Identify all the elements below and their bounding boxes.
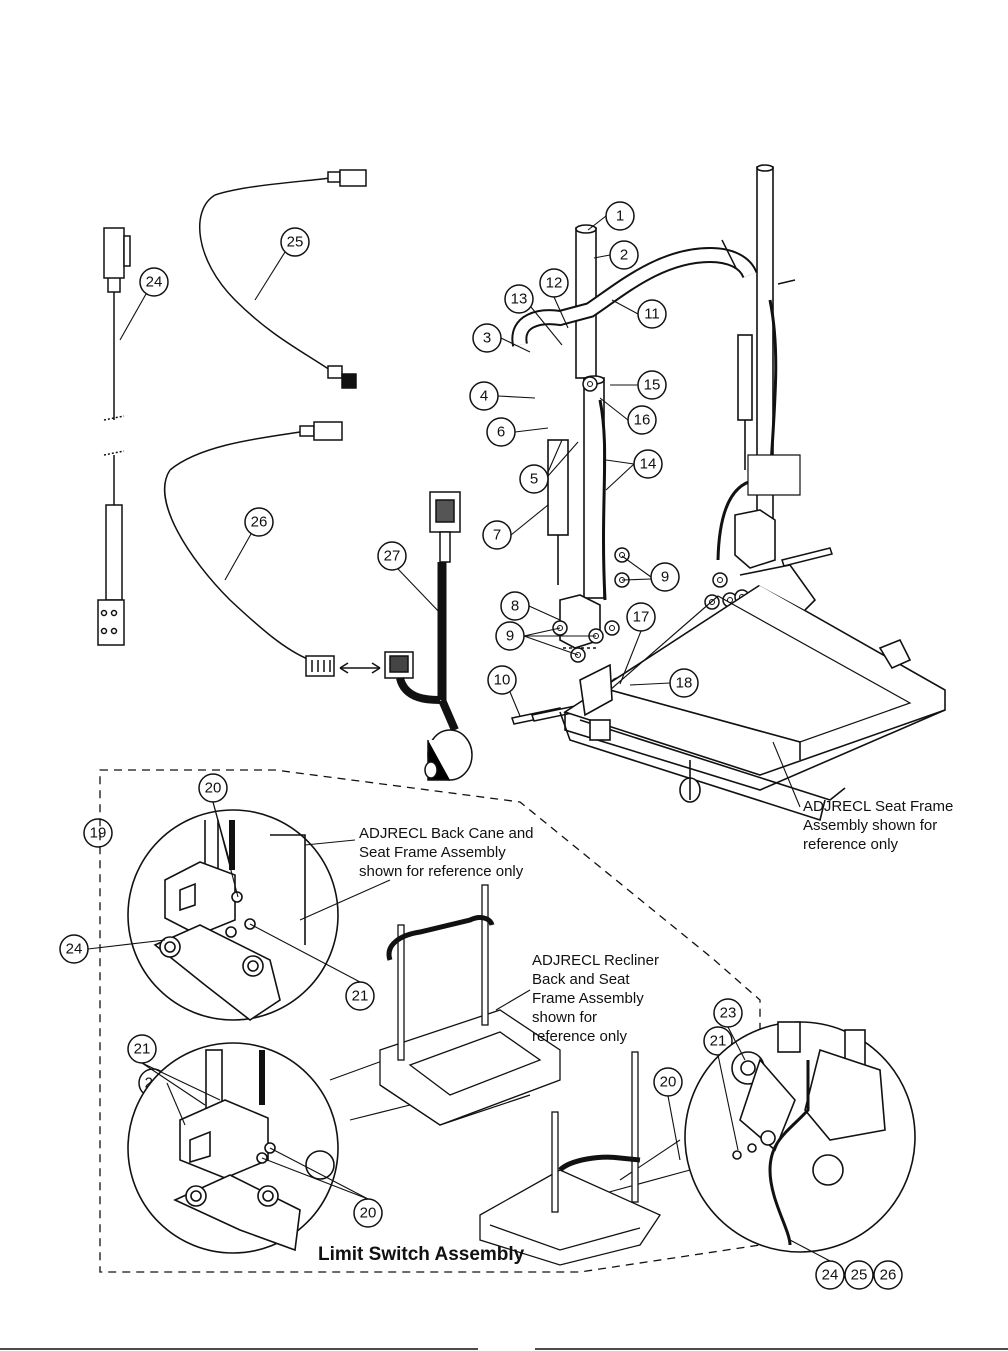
svg-text:reference only: reference only	[803, 836, 899, 853]
callout-20: 20	[660, 1074, 677, 1091]
callout-15: 15	[644, 377, 661, 394]
callout-10: 10	[494, 672, 511, 689]
callout-21: 21	[352, 988, 369, 1005]
callout-21: 21	[134, 1041, 151, 1058]
svg-text:reference only: reference only	[532, 1028, 628, 1045]
svg-text:Assembly shown for: Assembly shown for	[803, 817, 937, 834]
svg-text:ADJRECL Recliner: ADJRECL Recliner	[532, 952, 659, 969]
callout-13: 13	[511, 291, 528, 308]
limit-switch-dashed-boundary	[99, 769, 761, 1273]
callout-24: 24	[66, 941, 83, 958]
limit-switch-assembly-heading: Limit Switch Assembly	[318, 1244, 525, 1265]
callout-16: 16	[634, 412, 651, 429]
callout-11: 11	[644, 306, 660, 323]
svg-text:shown for reference only: shown for reference only	[359, 863, 524, 880]
small-recliner-assembly-lower	[479, 1051, 661, 1266]
part-26-cable-drawing	[164, 421, 381, 677]
callout-7: 7	[493, 527, 501, 544]
leader-lines	[119, 215, 801, 808]
callout-25: 25	[851, 1267, 868, 1284]
svg-text:Seat Frame Assembly: Seat Frame Assembly	[359, 844, 506, 861]
callout-24: 24	[146, 274, 163, 291]
callout-1: 1	[616, 208, 624, 225]
callout-9: 9	[506, 628, 514, 645]
callout-26: 26	[880, 1267, 897, 1284]
callout-20: 20	[360, 1205, 377, 1222]
recliner-note: ADJRECL Recliner Back and Seat Frame Ass…	[532, 952, 659, 1045]
back-cane-note: ADJRECL Back Cane and Seat Frame Assembl…	[359, 825, 534, 880]
part-24-limit-switch-drawing	[97, 227, 131, 646]
svg-text:Frame Assembly: Frame Assembly	[532, 990, 644, 1007]
callout-3: 3	[483, 330, 491, 347]
svg-text:Back and Seat: Back and Seat	[532, 971, 630, 988]
callout-23: 23	[720, 1005, 737, 1022]
callout-14: 14	[640, 456, 657, 473]
detail-circle-lower	[127, 1042, 339, 1254]
callout-18: 18	[676, 675, 693, 692]
callout-4: 4	[480, 388, 488, 405]
part-25-cable-drawing	[198, 169, 367, 389]
callout-27: 27	[384, 548, 401, 565]
seat-frame-drawing	[559, 564, 946, 822]
part-27-harness-drawing	[384, 491, 473, 781]
callout-6: 6	[497, 424, 505, 441]
svg-text:shown for: shown for	[532, 1009, 597, 1026]
callout-8: 8	[511, 598, 519, 615]
svg-text:ADJRECL Seat Frame: ADJRECL Seat Frame	[803, 798, 953, 815]
callout-9: 9	[661, 569, 669, 586]
callout-19: 19	[90, 825, 107, 842]
callout-5: 5	[530, 471, 538, 488]
callout-2: 2	[620, 247, 628, 264]
callout-26: 26	[251, 514, 268, 531]
callout-17: 17	[633, 609, 650, 626]
callout-21: 21	[710, 1033, 727, 1050]
callout-20: 20	[205, 780, 222, 797]
seat-frame-note: ADJRECL Seat Frame Assembly shown for re…	[803, 798, 953, 853]
callout-group	[59, 201, 903, 1290]
detail-circle-upper	[127, 809, 339, 1021]
svg-text:ADJRECL Back Cane and: ADJRECL Back Cane and	[359, 825, 534, 842]
callout-12: 12	[546, 275, 563, 292]
small-recliner-assembly-upper	[379, 884, 561, 1126]
detail-circle-right	[684, 1021, 916, 1253]
callout-25: 25	[287, 234, 304, 251]
callout-24: 24	[822, 1267, 839, 1284]
